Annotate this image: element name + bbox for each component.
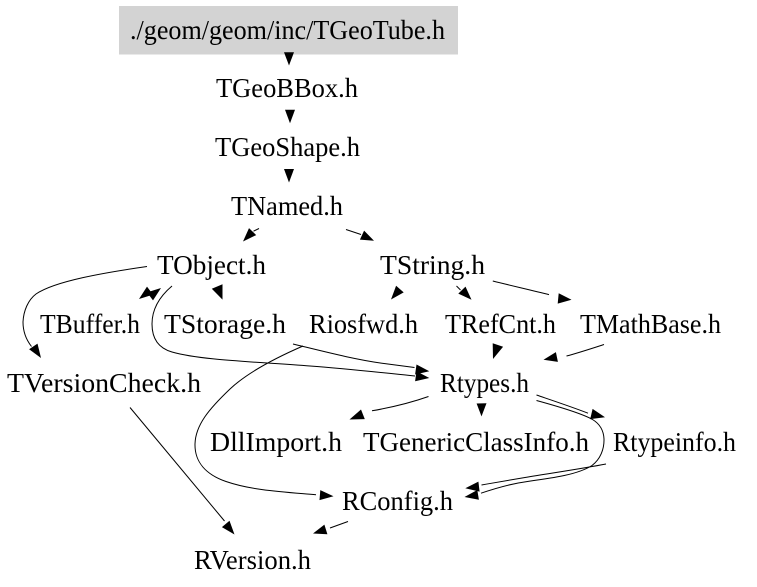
svg-text:Riosfwd.h: Riosfwd.h — [309, 309, 418, 339]
svg-text:TStorage.h: TStorage.h — [164, 309, 286, 339]
svg-text:TGeoShape.h: TGeoShape.h — [215, 132, 360, 162]
svg-text:DllImport.h: DllImport.h — [210, 427, 343, 457]
svg-text:TNamed.h: TNamed.h — [231, 191, 343, 221]
svg-text:TVersionCheck.h: TVersionCheck.h — [7, 368, 202, 398]
svg-text:TRefCnt.h: TRefCnt.h — [445, 309, 556, 339]
svg-text:TString.h: TString.h — [380, 250, 485, 280]
svg-text:TBuffer.h: TBuffer.h — [40, 309, 140, 339]
svg-text:TMathBase.h: TMathBase.h — [580, 309, 721, 339]
svg-text:./geom/geom/inc/TGeoTube.h: ./geom/geom/inc/TGeoTube.h — [130, 15, 445, 45]
svg-text:TGenericClassInfo.h: TGenericClassInfo.h — [363, 427, 589, 457]
svg-text:Rtypeinfo.h: Rtypeinfo.h — [613, 427, 736, 457]
svg-text:RConfig.h: RConfig.h — [342, 486, 453, 516]
svg-text:Rtypes.h: Rtypes.h — [440, 368, 529, 398]
svg-text:TGeoBBox.h: TGeoBBox.h — [216, 73, 358, 103]
svg-text:TObject.h: TObject.h — [157, 250, 266, 280]
svg-text:RVersion.h: RVersion.h — [194, 545, 311, 575]
